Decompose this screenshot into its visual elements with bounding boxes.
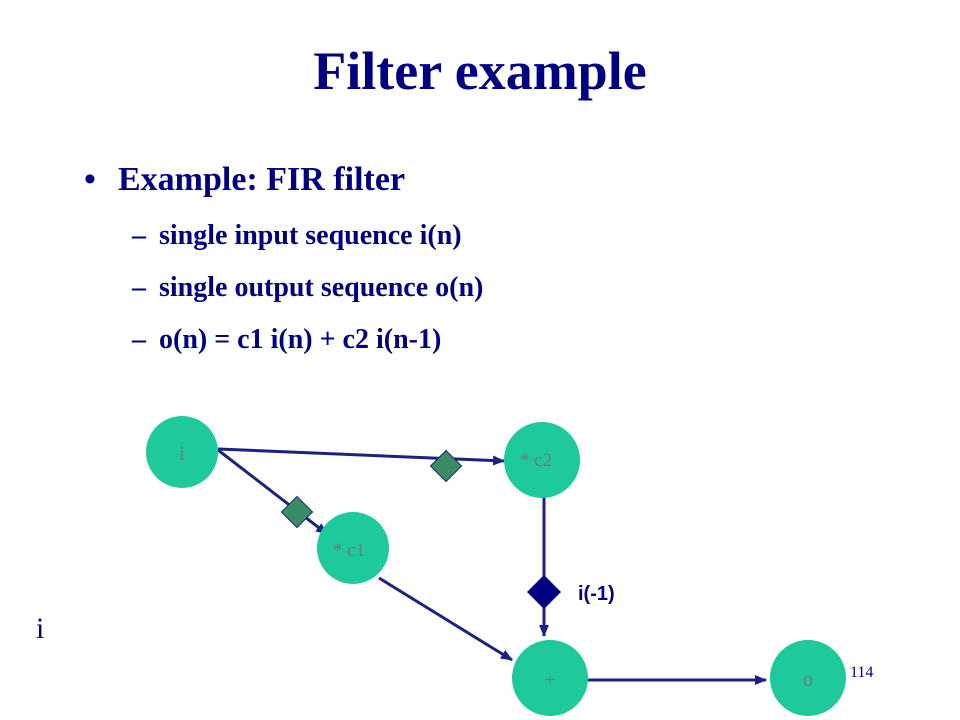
delay-marker-lower [280,495,314,529]
delay-node-marker [527,575,561,609]
edge-i-to-c1 [217,448,328,536]
svg-text:* c1: * c1 [333,540,365,561]
side-label: i [36,612,45,645]
node-multiply-c1: * c1 [317,512,389,584]
subbullet-marker: – [132,324,146,355]
page-number: 114 [850,664,874,681]
edge-i-to-c2 [217,447,505,466]
svg-text:i: i [179,443,185,465]
delay-marker-upper [429,449,463,483]
subbullet-text: single input sequence i(n) [159,220,462,251]
node-multiply-c2: * c2 [504,422,580,498]
svg-text:+: + [544,669,555,691]
node-adder: + [512,640,588,716]
subbullet-marker: – [132,272,146,303]
node-output: o [770,640,846,716]
svg-text:o: o [803,669,813,691]
node-input: i [146,416,218,488]
edge-c1-to-adder [378,576,513,662]
delay-label: i(-1) [578,583,615,605]
subbullet-text: single output sequence o(n) [159,272,484,303]
slide-title: Filter example [313,41,647,101]
subbullet-marker: – [132,220,146,251]
svg-text:* c2: * c2 [520,450,552,471]
bullet-marker: • [84,161,96,198]
subbullet-text: o(n) = c1 i(n) + c2 i(n-1) [159,324,442,355]
bullet-text: Example: FIR filter [118,161,406,198]
